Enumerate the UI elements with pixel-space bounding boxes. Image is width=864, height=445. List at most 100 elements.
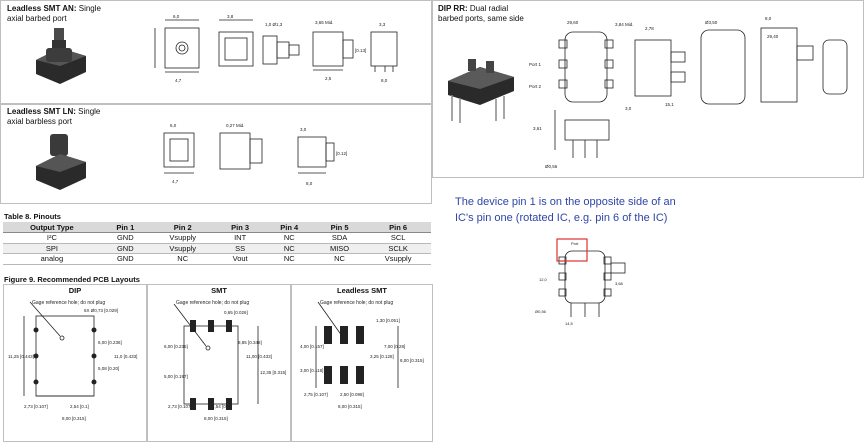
table-header: Pin 2 bbox=[149, 222, 216, 233]
smt-dim-a: 0,65 [0.026] bbox=[224, 310, 248, 315]
ln-desc1: Single bbox=[78, 107, 101, 116]
svg-text:2,5: 2,5 bbox=[325, 76, 332, 81]
svg-text:3,68: 3,68 bbox=[615, 281, 624, 286]
lsmt-dim-c: 7,00 [0.28] bbox=[384, 344, 405, 349]
svg-text:Ø0,56: Ø0,56 bbox=[545, 164, 558, 169]
table-row: analog GND NC Vout NC NC Vsupply bbox=[3, 253, 431, 265]
rr-desc1: Dual radial bbox=[469, 4, 509, 13]
svg-text:Ø0,56: Ø0,56 bbox=[535, 309, 547, 314]
an-caption: Leadless SMT AN: Single axial barbed por… bbox=[7, 4, 107, 23]
lsmt-dim-f: 8,00 [0.315] bbox=[400, 358, 424, 363]
lsmt-dim-g: 2,75 [0.107] bbox=[304, 392, 328, 397]
dip-gage-note: Gage reference hole; do not plug bbox=[32, 300, 105, 306]
smt-dim-g: 2,73 [0.107] bbox=[168, 404, 192, 409]
ln-panel bbox=[0, 104, 432, 204]
svg-text:[0.12]: [0.12] bbox=[336, 151, 347, 156]
table-cell: Vsupply bbox=[149, 243, 216, 254]
svg-text:8,0: 8,0 bbox=[306, 181, 313, 186]
svg-text:29,40: 29,40 bbox=[767, 34, 779, 39]
smt-dim-h: 2,54 [0.1] bbox=[212, 404, 231, 409]
table-cell: MISO bbox=[313, 243, 366, 254]
pcb-dip-panel bbox=[3, 284, 147, 442]
pcb-smt-drawing: Gage reference hole; do not plug 0,65 [0… bbox=[164, 300, 286, 421]
table-cell: Vsupply bbox=[149, 232, 216, 244]
svg-text:3,84 Mid.: 3,84 Mid. bbox=[615, 22, 634, 27]
smt-dim-f: 12,35 [0.315] bbox=[260, 370, 286, 375]
table-cell: NC bbox=[149, 253, 216, 265]
an-desc1: Single bbox=[78, 4, 101, 13]
table-cell: Vsupply bbox=[365, 253, 431, 265]
table-header: Pin 6 bbox=[365, 222, 431, 233]
rr-desc2: barbed ports, same side bbox=[438, 13, 524, 23]
ln-sensor-photo bbox=[36, 134, 86, 190]
svg-text:3,8: 3,8 bbox=[227, 14, 234, 19]
pcb-dip-drawing: Gage reference hole; do not plug 6X Ø0,7… bbox=[8, 300, 137, 421]
an-panel bbox=[0, 0, 432, 104]
table-header: Pin 5 bbox=[313, 222, 366, 233]
lsmt-dim-i: 8,00 [0.315] bbox=[338, 404, 362, 409]
table-cell: SPI bbox=[3, 243, 101, 254]
lsmt-gage-note: Gage reference hole; do not plug bbox=[320, 300, 393, 306]
svg-text:15,1: 15,1 bbox=[665, 102, 674, 107]
smt-dim-d: 11,00 [0.433] bbox=[246, 354, 272, 359]
pcb-smt-panel bbox=[147, 284, 291, 442]
pcb-smt-label: SMT bbox=[211, 286, 227, 295]
table-header: Pin 1 bbox=[100, 222, 150, 233]
lsmt-dim-e: 3,00 [0.118] bbox=[300, 368, 323, 373]
table-cell: NC bbox=[264, 253, 314, 265]
dip-dim-b: 11,0 [0.433] bbox=[114, 354, 137, 359]
pinout-table: Output Type Pin 1 Pin 2 Pin 3 Pin 4 Pin … bbox=[3, 222, 431, 265]
svg-text:Ø3,50: Ø3,50 bbox=[705, 20, 718, 25]
lsmt-dim-a: 1,30 [0.051] bbox=[376, 318, 400, 323]
ln-caption: Leadless SMT LN: Single axial barbless p… bbox=[7, 107, 107, 126]
figure-title: Figure 9. Recommended PCB Layouts bbox=[4, 275, 140, 284]
smt-gage-note: Gage reference hole; do not plug bbox=[176, 300, 249, 306]
dip-dim-e: 2,54 [0.1] bbox=[70, 404, 89, 409]
table-row: SPI GND Vsupply SS NC MISO SCLK bbox=[3, 243, 431, 254]
table-cell: Vout bbox=[215, 253, 265, 265]
table-cell: GND bbox=[100, 243, 150, 254]
svg-text:Port 1: Port 1 bbox=[529, 62, 542, 67]
svg-text:8,0: 8,0 bbox=[765, 16, 772, 21]
pin-orientation-note: The device pin 1 is on the opposite side… bbox=[455, 196, 676, 224]
svg-text:3,65 Mid.: 3,65 Mid. bbox=[315, 20, 334, 25]
ln-desc2: axial barbless port bbox=[7, 116, 72, 126]
svg-text:3,0: 3,0 bbox=[625, 106, 632, 111]
dip-dim-a: 6,00 [0.236] bbox=[98, 340, 122, 345]
pcb-dip-label: DIP bbox=[68, 286, 82, 295]
smt-dim-i: 8,00 [0.315] bbox=[204, 416, 228, 421]
pin1-highlight-box bbox=[556, 238, 588, 262]
dip-dim-f: 8,00 [0.315] bbox=[62, 416, 86, 421]
lsmt-dim-h: 2,50 [0.098] bbox=[340, 392, 364, 397]
table-title: Table 8. Pinouts bbox=[4, 212, 61, 221]
table-cell: GND bbox=[100, 253, 150, 265]
svg-text:29,60: 29,60 bbox=[567, 20, 579, 25]
ln-title: Leadless SMT LN: bbox=[7, 107, 76, 116]
smt-dim-e: 5,00 [0.197] bbox=[164, 374, 188, 379]
pcb-lsmt-label: Leadless SMT bbox=[336, 286, 388, 295]
table-cell: SCL bbox=[365, 232, 431, 244]
dip-dim-height: 11,25 [0.443] bbox=[8, 354, 34, 359]
svg-text:8,0: 8,0 bbox=[381, 78, 388, 83]
svg-text:[0.13]: [0.13] bbox=[355, 48, 366, 53]
lsmt-dim-b: 4,00 [0.157] bbox=[300, 344, 324, 349]
svg-text:3,61: 3,61 bbox=[533, 126, 542, 131]
rr-caption: DIP RR: Dual radial barbed ports, same s… bbox=[438, 4, 538, 23]
table-cell: NC bbox=[264, 243, 314, 254]
table-header: Output Type bbox=[3, 222, 101, 233]
svg-text:4,7: 4,7 bbox=[172, 179, 179, 184]
rr-title: DIP RR: bbox=[438, 4, 468, 13]
svg-text:2,78: 2,78 bbox=[645, 26, 654, 31]
svg-text:12,0: 12,0 bbox=[539, 277, 548, 282]
table-cell: SDA bbox=[313, 232, 366, 244]
dip-dim-c: 5,08 [0.20] bbox=[98, 366, 119, 371]
lsmt-dim-d: 3,25 [0.128] bbox=[370, 354, 394, 359]
svg-text:0,27 Mid.: 0,27 Mid. bbox=[226, 123, 245, 128]
pcb-lsmt-drawing: Gage reference hole; do not plug 1,30 [0… bbox=[300, 300, 424, 409]
an-sensor-photo bbox=[36, 28, 86, 84]
dip-dim-d: 2,73 [0.107] bbox=[24, 404, 48, 409]
table-cell: GND bbox=[100, 232, 150, 244]
